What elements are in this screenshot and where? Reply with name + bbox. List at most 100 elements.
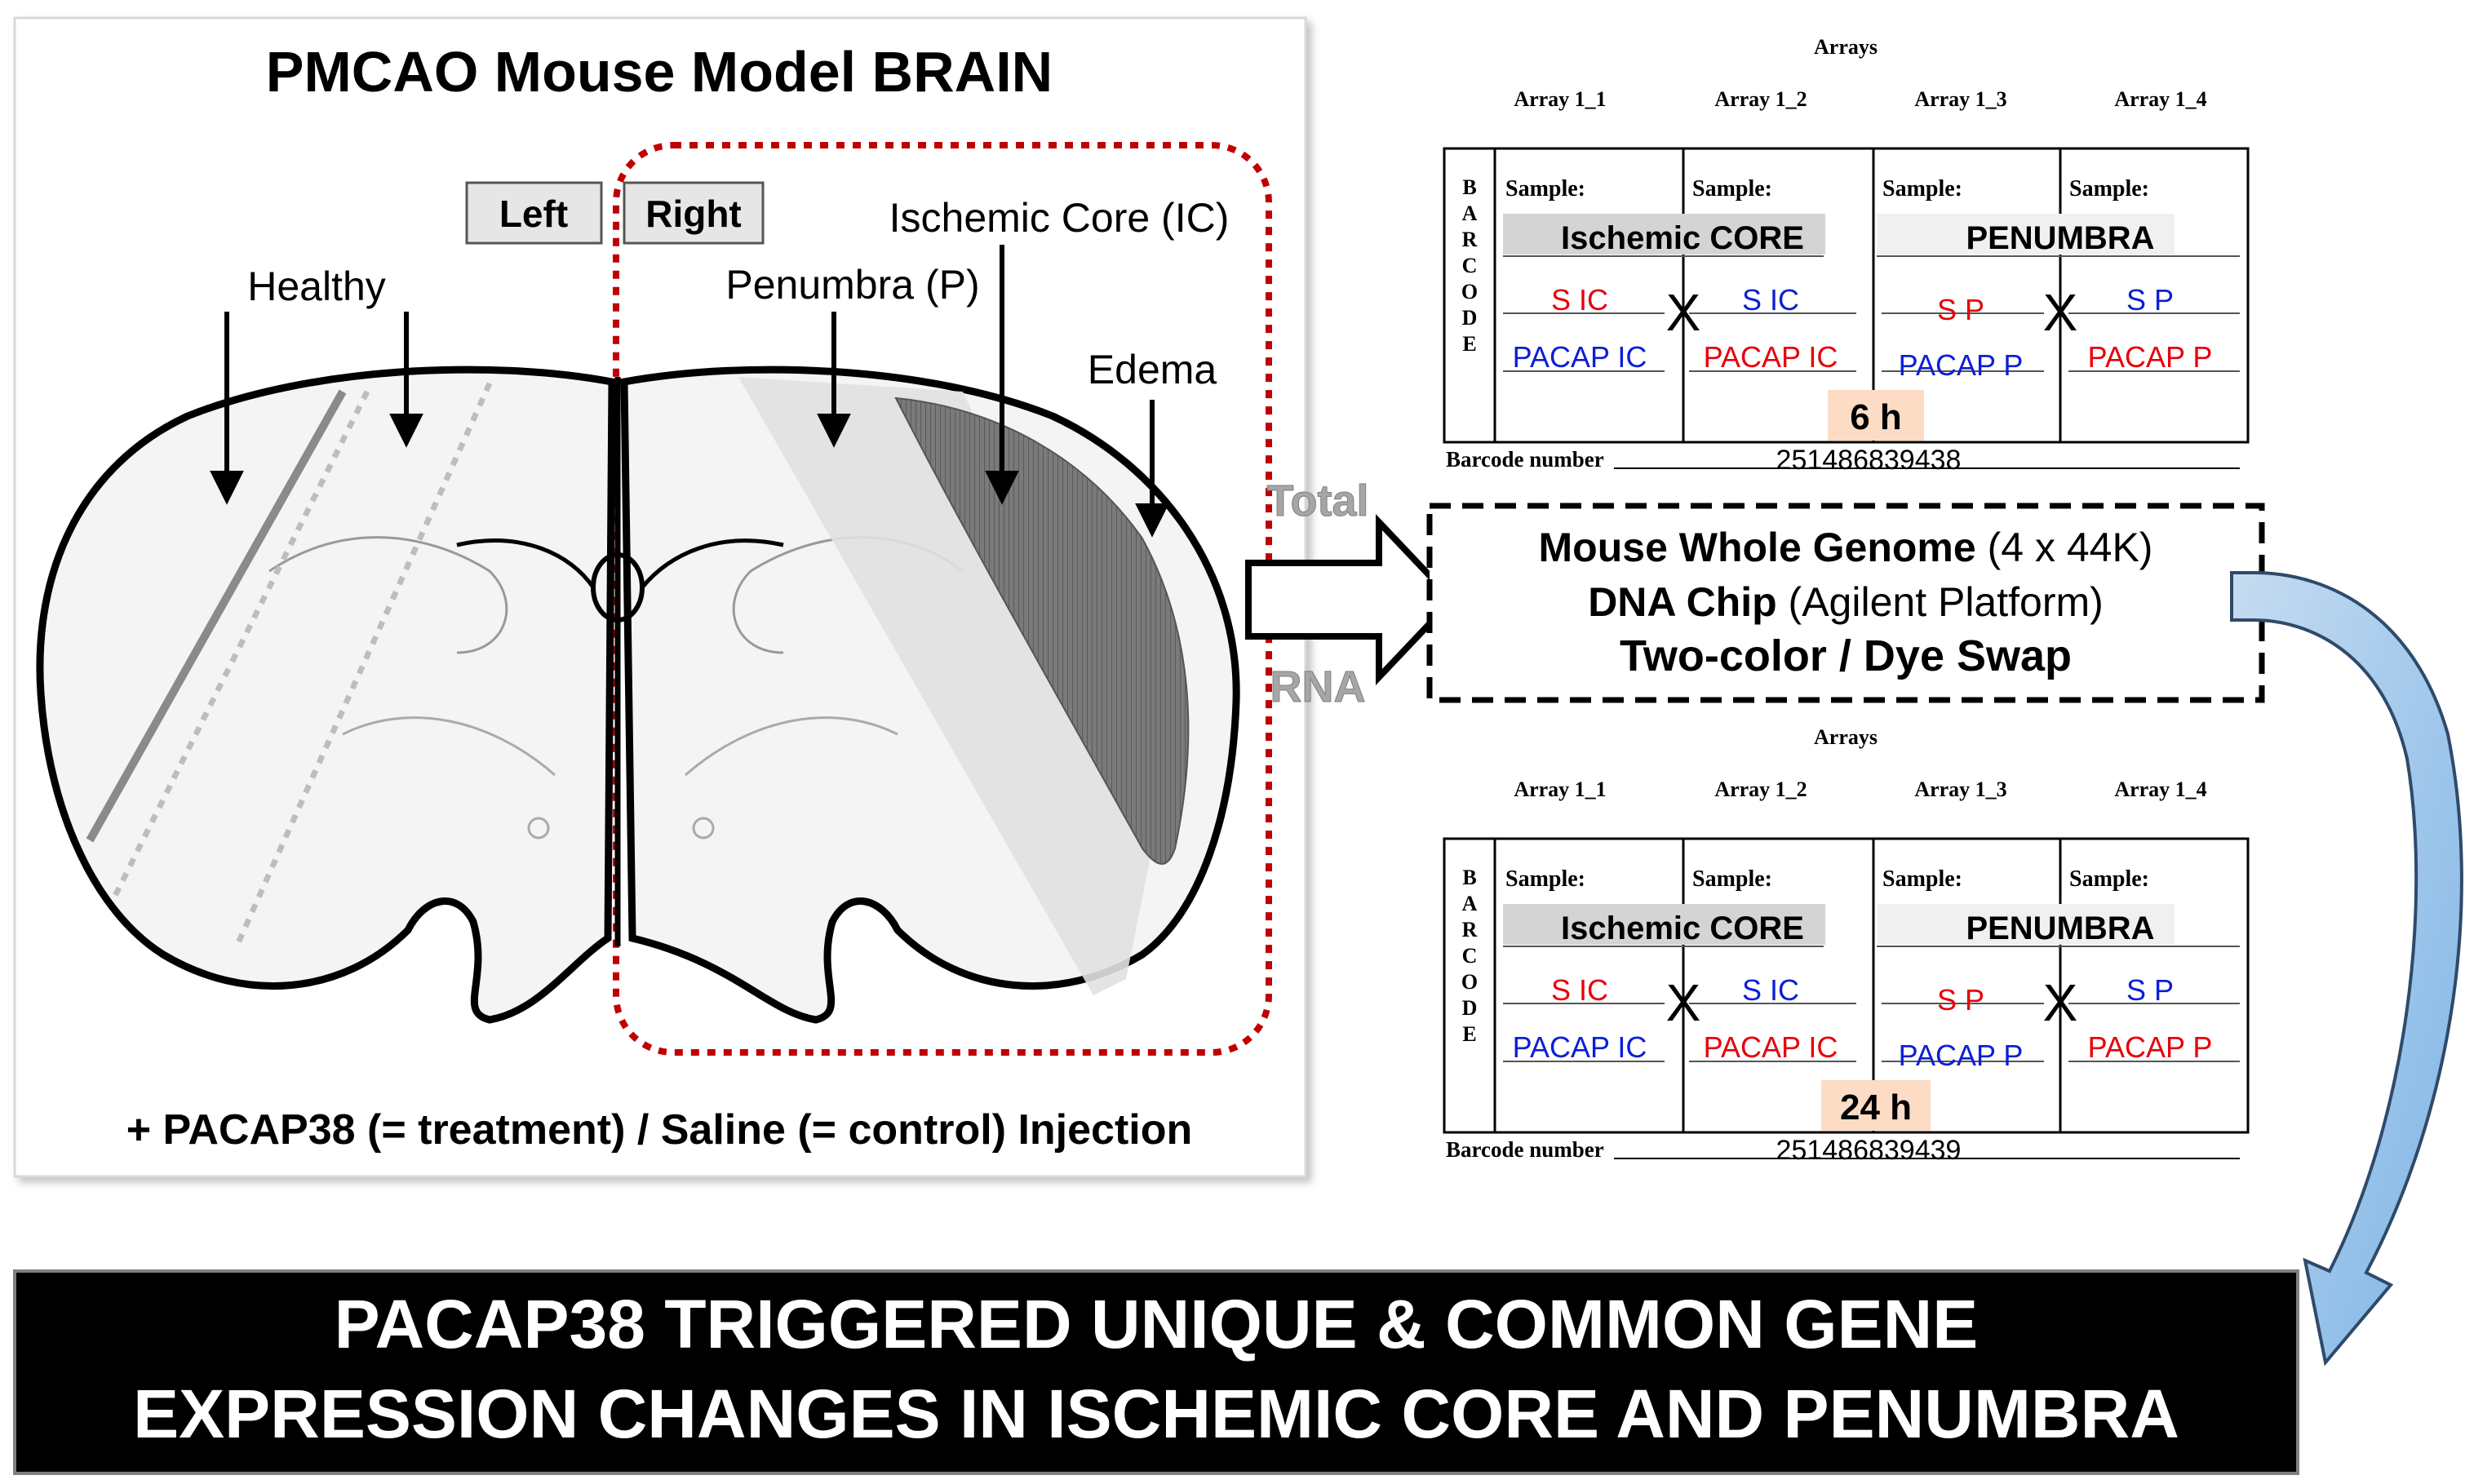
- array-name: Array 1_4: [2114, 777, 2206, 801]
- barcode-label: Barcode number: [1446, 1137, 1604, 1162]
- label-ischemic-core: Ischemic Core (IC): [889, 195, 1230, 241]
- group-p-bg: [1877, 214, 2175, 255]
- chip-box: Mouse Whole Genome (4 x 44K) DNA Chip (A…: [1426, 503, 2265, 703]
- barcode-label: Barcode number: [1446, 447, 1604, 472]
- total-rna-line2: RNA: [1270, 662, 1366, 711]
- array-name: Array 1_1: [1514, 87, 1606, 111]
- sample-label: Sample:: [1505, 176, 1585, 202]
- barcode-letter: D: [1462, 306, 1478, 330]
- right-button-label: Right: [645, 193, 742, 235]
- group-ic-label: Ischemic CORE: [1561, 220, 1804, 256]
- sample-underlines: [1503, 255, 2240, 372]
- group-p-label: PENUMBRA: [1966, 220, 2154, 256]
- cell-top-label: S P: [1937, 983, 1984, 1017]
- label-healthy: Healthy: [247, 264, 386, 309]
- barcode-letter: A: [1462, 202, 1478, 225]
- array-table-6h: Arrays Array 1_1 Array 1_2 Array 1_3 Arr…: [1443, 35, 2250, 476]
- sample-label: Sample:: [1692, 176, 1772, 202]
- chip-line1-normal: (4 x 44K): [1976, 525, 2153, 570]
- cell-bottom-label: PACAP IC: [1513, 1030, 1647, 1064]
- sample-underlines: [1503, 946, 2240, 1062]
- dye-swap-mark: X: [2043, 283, 2078, 342]
- cell-top-label: S IC: [1742, 283, 1799, 317]
- group-p-bg: [1877, 904, 2175, 945]
- barcode-number: 251486839438: [1776, 445, 1962, 476]
- array-table-24h: Arrays Array 1_1 Array 1_2 Array 1_3 Arr…: [1443, 725, 2250, 1166]
- conclusion-line2: EXPRESSION CHANGES IN ISCHEMIC CORE AND …: [133, 1375, 2179, 1452]
- barcode-letter: R: [1462, 918, 1478, 941]
- barcode-letter: E: [1462, 1022, 1476, 1046]
- cell-bottom-label: PACAP IC: [1704, 1030, 1838, 1064]
- cell-top-label: S P: [1937, 293, 1984, 326]
- label-edema: Edema: [1088, 347, 1217, 392]
- time-label: 24 h: [1840, 1088, 1912, 1127]
- sample-label: Sample:: [1882, 176, 1962, 202]
- sample-label: Sample:: [1882, 866, 1962, 892]
- label-penumbra: Penumbra (P): [725, 262, 979, 308]
- cell-bottom-label: PACAP P: [2088, 340, 2213, 374]
- barcode-letter: A: [1462, 892, 1478, 915]
- cell-top-label: S IC: [1742, 973, 1799, 1007]
- curved-arrow: [2230, 571, 2463, 1367]
- cell-top-label: S P: [2126, 973, 2174, 1007]
- conclusion-banner: PACAP38 TRIGGERED UNIQUE & COMMON GENE E…: [13, 1269, 2299, 1475]
- sample-label: Sample:: [2069, 176, 2149, 202]
- left-button: Left: [465, 181, 603, 245]
- total-rna-arrow: Total RNA: [1245, 476, 1457, 712]
- barcode-letter: E: [1462, 332, 1476, 356]
- chip-line1: Mouse Whole Genome (4 x 44K): [1539, 525, 2153, 570]
- brain-section: [36, 365, 1240, 1024]
- array-header: Arrays: [1814, 35, 1878, 59]
- dye-swap-mark: X: [1666, 283, 1701, 342]
- cell-bottom-label: PACAP P: [1899, 1039, 2024, 1072]
- time-badge: [1828, 390, 1924, 441]
- array-name: Array 1_2: [1714, 87, 1807, 111]
- dye-swap-mark: X: [1666, 973, 1701, 1032]
- chip-line2-normal: (Agilent Platform): [1777, 579, 2104, 625]
- brain-panel: PMCAO Mouse Model BRAIN Left Right: [13, 16, 1307, 1178]
- array-header: Arrays: [1814, 725, 1878, 749]
- group-ic-label: Ischemic CORE: [1561, 910, 1804, 946]
- total-rna-line1: Total: [1267, 476, 1369, 525]
- brain-title: PMCAO Mouse Model BRAIN: [266, 40, 1053, 104]
- sample-label: Sample:: [1692, 866, 1772, 892]
- cell-top-label: S IC: [1551, 283, 1608, 317]
- cell-bottom-label: PACAP IC: [1513, 340, 1647, 374]
- array-name: Array 1_2: [1714, 777, 1807, 801]
- barcode-letter: C: [1462, 254, 1478, 277]
- cell-top-label: S P: [2126, 283, 2174, 317]
- barcode-letter: O: [1461, 280, 1478, 303]
- barcode-number: 251486839439: [1776, 1135, 1962, 1166]
- chip-line2-bold: DNA Chip: [1588, 579, 1776, 625]
- right-button: Right: [623, 181, 765, 245]
- group-p-label: PENUMBRA: [1966, 910, 2154, 946]
- cell-top-label: S IC: [1551, 973, 1608, 1007]
- barcode-letter: B: [1462, 866, 1476, 889]
- barcode-letter: R: [1462, 228, 1478, 251]
- array-name: Array 1_3: [1914, 87, 2006, 111]
- conclusion-line1: PACAP38 TRIGGERED UNIQUE & COMMON GENE: [335, 1286, 1979, 1362]
- barcode-letter: D: [1462, 996, 1478, 1020]
- barcode-letter: B: [1462, 175, 1476, 199]
- array-name: Array 1_4: [2114, 87, 2206, 111]
- group-ic-bg: [1503, 214, 1825, 255]
- barcode-vertical: B A R C O D E: [1461, 175, 1478, 356]
- barcode-letter: C: [1462, 944, 1478, 968]
- chip-line2: DNA Chip (Agilent Platform): [1588, 579, 2104, 625]
- sample-label: Sample:: [2069, 866, 2149, 892]
- time-badge: [1821, 1080, 1931, 1131]
- left-button-label: Left: [499, 193, 568, 235]
- sample-label: Sample:: [1505, 866, 1585, 892]
- array-name: Array 1_3: [1914, 777, 2006, 801]
- chip-line3: Two-color / Dye Swap: [1620, 631, 2072, 680]
- cell-bottom-label: PACAP P: [1899, 348, 2024, 382]
- chip-line1-bold: Mouse Whole Genome: [1539, 525, 1976, 570]
- cell-bottom-label: PACAP P: [2088, 1030, 2213, 1064]
- barcode-vertical: B A R C O D E: [1461, 866, 1478, 1046]
- group-ic-bg: [1503, 904, 1825, 945]
- injection-caption: + PACAP38 (= treatment) / Saline (= cont…: [126, 1106, 1193, 1154]
- cell-bottom-label: PACAP IC: [1704, 340, 1838, 374]
- barcode-letter: O: [1461, 970, 1478, 994]
- time-label: 6 h: [1850, 397, 1902, 437]
